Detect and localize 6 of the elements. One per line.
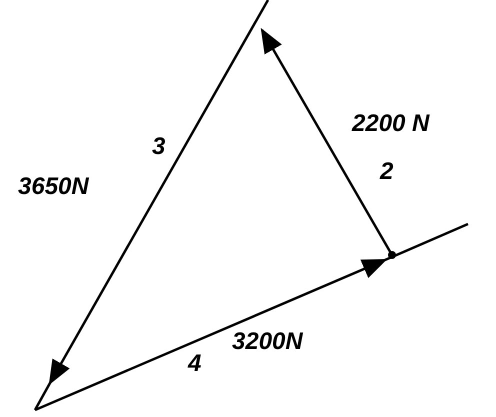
force-label: 3650N bbox=[18, 175, 89, 199]
force-label: 3200N bbox=[232, 330, 303, 354]
member-number: 2 bbox=[380, 160, 394, 184]
member-number: 3 bbox=[152, 135, 166, 159]
member-number: 4 bbox=[188, 352, 202, 376]
force-label: 2200 N bbox=[352, 112, 430, 136]
